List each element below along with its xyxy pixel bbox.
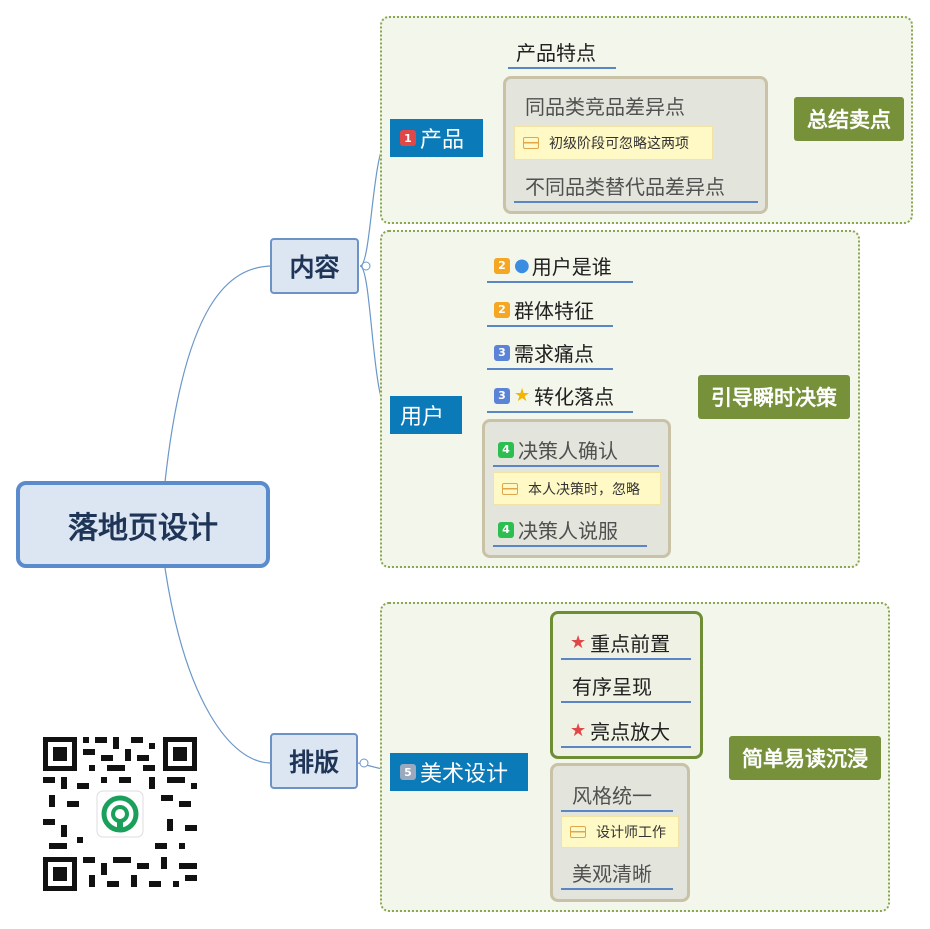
summary-instant-decision[interactable]: 引导瞬时决策 (698, 375, 850, 419)
priority-2-icon: 2 (494, 257, 510, 274)
priority-3-icon: 3 (494, 387, 510, 404)
focus-first[interactable]: ★ 重点前置 (561, 627, 691, 660)
pain-points[interactable]: 3 需求痛点 (487, 337, 613, 370)
product-node[interactable]: 1 产品 (390, 119, 483, 157)
priority-4-icon: 4 (498, 521, 514, 538)
summary-selling-points[interactable]: 总结卖点 (794, 97, 904, 141)
layout-node[interactable]: 排版 (270, 733, 358, 789)
user-who[interactable]: 2 ● 用户是谁 (487, 250, 633, 283)
decision-maker-confirm[interactable]: 4 决策人确认 (493, 434, 659, 467)
note-icon (523, 137, 539, 149)
clean-beautiful[interactable]: 美观清晰 (561, 857, 673, 890)
conversion-point[interactable]: 3 ★ 转化落点 (487, 380, 633, 413)
product-note[interactable]: 初级阶段可忽略这两项 (514, 126, 713, 160)
ordered-present[interactable]: 有序呈现 (561, 670, 691, 703)
priority-4-icon: 4 (498, 441, 514, 458)
priority-5-icon: 5 (400, 764, 416, 780)
highlight-enlarge[interactable]: ★ 亮点放大 (561, 715, 691, 748)
summary-easy-read[interactable]: 简单易读沉浸 (729, 736, 881, 780)
priority-1-icon: 1 (400, 130, 416, 146)
priority-3-icon: 3 (494, 344, 510, 361)
art-design-label: 美术设计 (420, 762, 509, 787)
star-icon: ★ (570, 631, 587, 653)
product-label: 产品 (420, 128, 465, 153)
user-label: 用户 (400, 405, 445, 430)
qr-code-icon (41, 735, 199, 893)
alt-category-diff[interactable]: 不同品类替代品差异点 (514, 170, 758, 203)
layout-label: 排版 (288, 748, 339, 777)
focus-group (550, 611, 703, 759)
root-node[interactable]: 落地页设计 (16, 481, 270, 568)
group-features[interactable]: 2 群体特征 (487, 294, 613, 327)
note-icon (570, 826, 586, 838)
user-node[interactable]: 用户 (390, 396, 462, 434)
priority-2-icon: 2 (494, 301, 510, 318)
root-label: 落地页设计 (68, 510, 218, 546)
wechat-logo-icon (96, 790, 144, 838)
person-icon: ● (514, 255, 530, 276)
note-icon (502, 482, 518, 495)
content-node[interactable]: 内容 (270, 238, 359, 294)
product-features[interactable]: 产品特点 (508, 36, 616, 69)
user-note[interactable]: 本人决策时，忽略 (493, 472, 661, 505)
star-icon: ★ (514, 384, 531, 406)
decision-maker-persuade[interactable]: 4 决策人说服 (493, 514, 647, 547)
art-design-node[interactable]: 5 美术设计 (390, 753, 528, 791)
style-unified[interactable]: 风格统一 (561, 779, 673, 812)
designer-note[interactable]: 设计师工作 (561, 816, 679, 848)
star-icon: ★ (570, 719, 587, 741)
content-label: 内容 (289, 253, 340, 282)
same-category-diff[interactable]: 同品类竞品差异点 (525, 95, 685, 119)
